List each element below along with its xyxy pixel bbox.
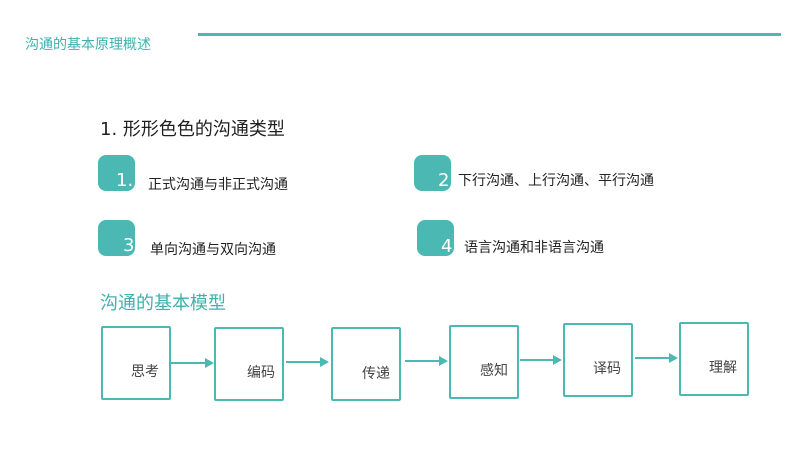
arrow-right-icon <box>171 357 214 369</box>
type-badge-1: 1. <box>98 155 135 191</box>
type-label-oneway: 单向沟通与双向沟通 <box>150 242 276 258</box>
model-step-perceive: 感知 <box>449 325 519 399</box>
arrow-right-icon <box>405 355 448 367</box>
arrow-right-icon <box>520 354 562 366</box>
type-badge-3: 3 <box>98 220 135 256</box>
communication-types-heading: 1. 形形色色的沟通类型 <box>100 119 285 140</box>
type-label-formal: 正式沟通与非正式沟通 <box>148 177 288 193</box>
arrow-right-icon <box>286 356 329 368</box>
model-step-transmit: 传递 <box>331 327 401 401</box>
page-header-title: 沟通的基本原理概述 <box>25 37 151 53</box>
type-label-verbal: 语言沟通和非语言沟通 <box>464 240 604 256</box>
type-badge-4: 4 <box>417 220 454 257</box>
type-badge-2: 2 <box>414 155 451 191</box>
model-step-encode: 编码 <box>214 327 284 401</box>
arrow-right-icon <box>635 352 678 364</box>
header-divider <box>198 33 781 36</box>
model-step-understand: 理解 <box>679 322 749 396</box>
communication-model-heading: 沟通的基本模型 <box>100 293 226 314</box>
model-step-think: 思考 <box>101 326 171 400</box>
model-step-decode: 译码 <box>563 323 633 397</box>
type-label-direction: 下行沟通、上行沟通、平行沟通 <box>458 173 654 189</box>
